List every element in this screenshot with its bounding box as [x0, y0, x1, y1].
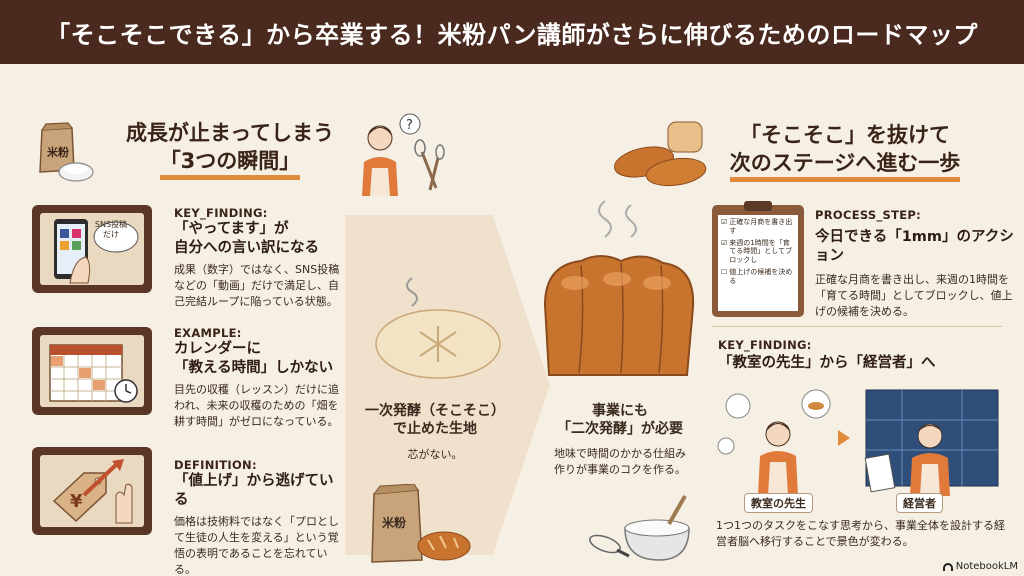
item1-title: 「やってます」が 自分への言い訳になる [174, 221, 319, 256]
whisk-bowl-icon [585, 490, 695, 565]
finding-body: 1つ1つのタスクをこなす思考から、事業全体を設計する経営者脳へ移行することで景色… [716, 519, 1005, 548]
finding-label: KEY_FINDING: [718, 338, 812, 352]
manager-label-badge: 経営者 [896, 493, 943, 513]
teacher-label-badge: 教室の先生 [744, 493, 813, 513]
page-title: 「そこそこできる」から卒業する！米粉パン講師がさらに伸びるためのロードマップ [0, 0, 1024, 64]
item3-body: 価格は技術料ではなく「プロとして生徒の人生を変える」という覚悟の表明であることを… [174, 514, 339, 576]
clipboard-clip-icon [744, 201, 772, 211]
sns-bubble-text: SNS投稿だけ [94, 220, 128, 239]
bread-subtitle: 地味で時間のかかる仕組み 作りが事業のコクを作る。 [554, 447, 686, 476]
flour-sack-icon [368, 483, 473, 564]
phone-sns-illustration [32, 205, 152, 293]
dough-illustration [372, 270, 504, 380]
checklist-item-3: ☐値上げの候補を決める [721, 268, 795, 286]
bread-loaf-illustration [535, 195, 705, 395]
checkbox-empty-icon: ☐ [721, 267, 728, 276]
clipboard-paper: ☑正確な月商を書き出す ☑来週の1時間を「育てる時間」としてブロックし ☐値上げ… [718, 215, 798, 311]
checkbox-checked-icon: ☑ [721, 218, 728, 226]
teacher-illustration [716, 386, 836, 496]
item3-title: 「値上げ」から逃げている [174, 473, 334, 508]
svg-text:?: ? [406, 118, 413, 133]
notebooklm-logo-text: NotebookLM [955, 561, 1018, 572]
notebooklm-logo: NotebookLM [942, 561, 1018, 572]
left-heading-line2: 「3つの瞬間」 [95, 148, 365, 181]
flour-sack-label: 米粉 [382, 516, 407, 530]
manager-label: 経営者 [903, 497, 936, 510]
item2-label: EXAMPLE: [174, 326, 242, 340]
smartphone-icon [54, 219, 139, 284]
item3-label: DEFINITION: [174, 458, 257, 472]
dough-title: 一次発酵（そこそこ） で止めた生地 [365, 403, 505, 438]
checklist-item-2: ☑来週の1時間を「育てる時間」としてブロックし [721, 239, 795, 265]
checkbox-checked-icon: ☑ [721, 238, 728, 247]
checklist-item-1: ☑正確な月商を書き出す [721, 218, 795, 236]
checklist-item-1-text: 正確な月商を書き出す [729, 218, 793, 235]
process-step-text: PROCESS_STEP: 今日できる「1mm」のアクション 正確な月商を書き出… [815, 208, 1015, 320]
notebooklm-logo-icon [942, 562, 953, 571]
bread-title: 事業にも 「二次発酵」が必要 [557, 403, 683, 438]
arrow-right-icon [838, 430, 850, 446]
item2-text: EXAMPLE: カレンダーに 「教える時間」しかない 目先の収穫（レッスン）だ… [174, 326, 344, 430]
teacher-label: 教室の先生 [751, 497, 806, 510]
right-heading: 「そこそこ」を抜けて 次のステージへ進む一歩 [700, 122, 990, 183]
item3-text: DEFINITION: 「値上げ」から逃げている 価格は技術料ではなく「プロとし… [174, 458, 344, 576]
yen-price-tag-icon: ¥ [52, 459, 133, 524]
item1-body: 成果（数字）ではなく、SNS投稿などの「動画」だけで満足し、自己完結ループに陥っ… [174, 262, 340, 308]
checklist-item-2-text: 来週の1時間を「育てる時間」としてブロックし [729, 238, 793, 265]
left-heading-line1: 成長が止まってしまう [125, 121, 335, 145]
tray-inner-2 [40, 335, 144, 407]
item1-text: KEY_FINDING: 「やってます」が 自分への言い訳になる 成果（数字）で… [174, 206, 344, 310]
calendar-icon [49, 344, 138, 403]
process-step-label: PROCESS_STEP: [815, 208, 922, 222]
right-heading-line2-text: 次のステージへ進む一歩 [729, 151, 961, 183]
price-tag-illustration: ¥ [32, 447, 152, 535]
right-heading-line2: 次のステージへ進む一歩 [700, 150, 990, 183]
rice-flour-bag-icon [32, 122, 94, 186]
finding-title: 「教室の先生」から「経営者」へ [718, 355, 936, 371]
tray-inner-3: ¥ [40, 455, 144, 527]
tray-inner-1 [40, 213, 144, 285]
item2-body: 目先の収穫（レッスン）だけに追われ、未来の収穫のための「畑を耕す時間」がゼロにな… [174, 382, 339, 428]
svg-text:¥: ¥ [70, 491, 83, 512]
dough-subtitle: 芯がない。 [407, 448, 463, 461]
left-heading: 成長が止まってしまう 「3つの瞬間」 [95, 120, 365, 181]
clipboard-checklist: ☑正確な月商を書き出す ☑来週の1時間を「育てる時間」としてブロックし ☐値上げ… [712, 201, 804, 317]
left-heading-line2-text: 「3つの瞬間」 [159, 149, 301, 181]
calendar-illustration [32, 327, 152, 415]
item2-title: カレンダーに 「教える時間」しかない [174, 341, 334, 376]
manager-illustration [862, 386, 1002, 496]
right-heading-line1: 「そこそこ」を抜けて [740, 123, 950, 147]
process-step-title: 今日できる「1mm」のアクション [815, 229, 1014, 264]
flour-bag-label: 米粉 [47, 146, 69, 159]
thinking-woman-icon: ? [350, 112, 450, 196]
process-step-body: 正確な月商を書き出し、来週の1時間を「育てる時間」としてブロックし、値上げの候補… [815, 272, 1013, 318]
section-divider [712, 326, 1002, 327]
item1-label: KEY_FINDING: [174, 206, 268, 220]
bread-rolls-icon [612, 118, 712, 188]
finding-text: KEY_FINDING: 「教室の先生」から「経営者」へ [718, 338, 1008, 373]
checklist-item-3-text: 値上げの候補を決める [729, 267, 793, 285]
